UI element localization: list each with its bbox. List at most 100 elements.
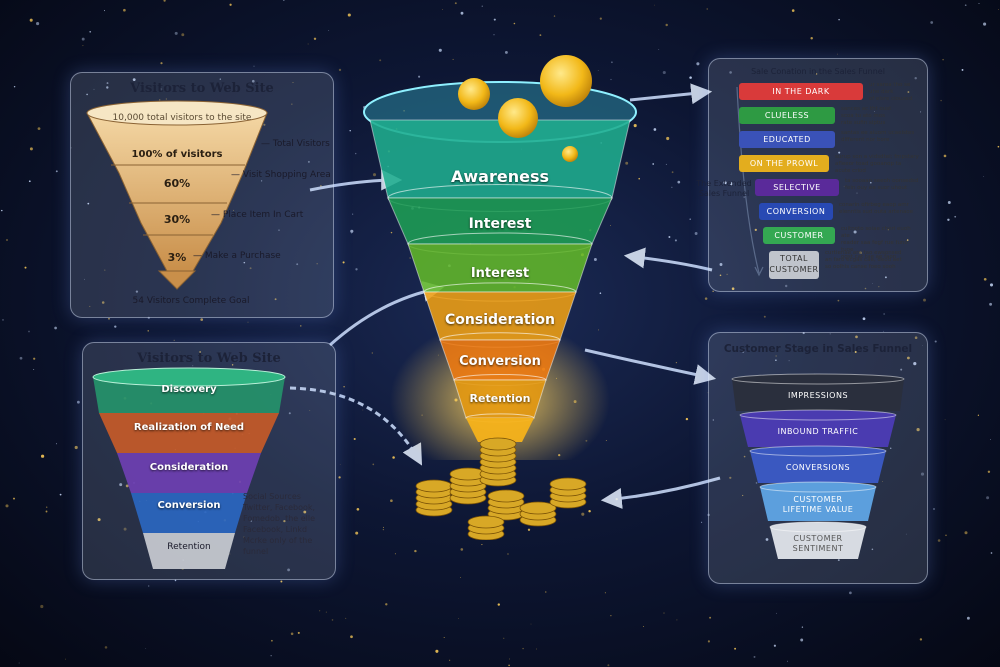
star: [754, 228, 757, 232]
stage-bar: ON THE PROWL: [739, 155, 829, 172]
star: [274, 298, 277, 301]
star: [351, 233, 353, 234]
star: [481, 5, 483, 7]
band-top: [749, 445, 887, 457]
star: [599, 292, 602, 294]
description-line: conarin ofirbeg eaop amr: [839, 202, 909, 208]
star: [249, 267, 252, 270]
star: [977, 414, 980, 416]
star: [46, 506, 48, 508]
star: [460, 576, 461, 578]
star: [181, 33, 185, 37]
star: [233, 209, 235, 211]
star: [331, 619, 334, 621]
star: [707, 640, 710, 643]
floating-coins: [458, 55, 592, 162]
star: [54, 326, 57, 330]
panel-title: Customer Stage in Sales Funnel: [723, 343, 913, 355]
star: [278, 229, 280, 231]
star: [719, 274, 722, 277]
star: [947, 218, 950, 222]
star: [743, 196, 745, 198]
star: [280, 580, 283, 583]
journey-stage-label: Realization of Need: [133, 422, 245, 433]
star: [742, 350, 745, 353]
star: [986, 496, 990, 500]
star: [905, 533, 907, 535]
star: [872, 282, 873, 284]
star: [45, 510, 48, 513]
note-line: Facebook, Linkd: [243, 525, 308, 534]
star: [642, 625, 644, 627]
star: [775, 355, 777, 357]
star: [28, 330, 30, 333]
star: [593, 258, 597, 261]
star: [307, 43, 309, 45]
star: [33, 369, 35, 370]
star: [65, 658, 67, 660]
star: [443, 636, 445, 639]
star: [607, 664, 610, 667]
star: [663, 612, 665, 614]
star: [229, 553, 231, 555]
star: [507, 553, 509, 555]
star: [605, 439, 607, 441]
star: [604, 592, 606, 594]
band-top: [739, 409, 897, 421]
star: [729, 71, 732, 74]
annotation-text: Place Item In Cart: [222, 210, 304, 220]
star: [371, 352, 373, 354]
star: [652, 163, 655, 165]
star: [907, 91, 910, 93]
star: [263, 123, 266, 126]
star: [704, 297, 708, 300]
journey-stage-label: Retention: [167, 542, 211, 552]
star: [522, 647, 524, 650]
star: [390, 231, 393, 234]
star: [964, 4, 967, 7]
journey-band: [117, 453, 261, 493]
journey-rim: [92, 367, 286, 387]
star: [33, 357, 36, 360]
annotation-purchase: — Make a Purchase: [193, 251, 281, 261]
star: [990, 439, 991, 440]
arrow-center-to-br: [584, 348, 717, 385]
band-top: [731, 373, 905, 385]
star: [132, 78, 136, 81]
journey-band: [93, 377, 285, 413]
star: [966, 616, 970, 620]
star: [231, 364, 234, 366]
star: [84, 278, 85, 280]
star: [13, 497, 15, 500]
star: [1, 209, 3, 212]
star: [250, 520, 252, 522]
star: [843, 185, 845, 187]
star: [123, 8, 126, 12]
customer-stage-band: [732, 379, 904, 411]
arrow-tr-to-center: [623, 247, 713, 272]
star: [29, 18, 33, 22]
star: [338, 476, 341, 479]
star: [653, 128, 657, 131]
star: [545, 591, 547, 593]
star: [801, 626, 804, 628]
customer-stage-label: IMPRESSIONS: [738, 391, 898, 401]
star: [920, 472, 925, 476]
star: [89, 30, 92, 33]
label-line: CUSTOMER: [793, 495, 843, 504]
star: [964, 531, 968, 535]
panel-customer-stage: Customer Stage in Sales Funnel IMPRESSIO…: [708, 332, 928, 584]
star: [788, 360, 790, 362]
star: [859, 251, 863, 255]
star: [435, 649, 439, 653]
star: [86, 93, 88, 96]
star: [883, 313, 885, 315]
label-line: The Extended: [696, 179, 752, 188]
star: [355, 531, 359, 535]
star: [174, 31, 178, 35]
